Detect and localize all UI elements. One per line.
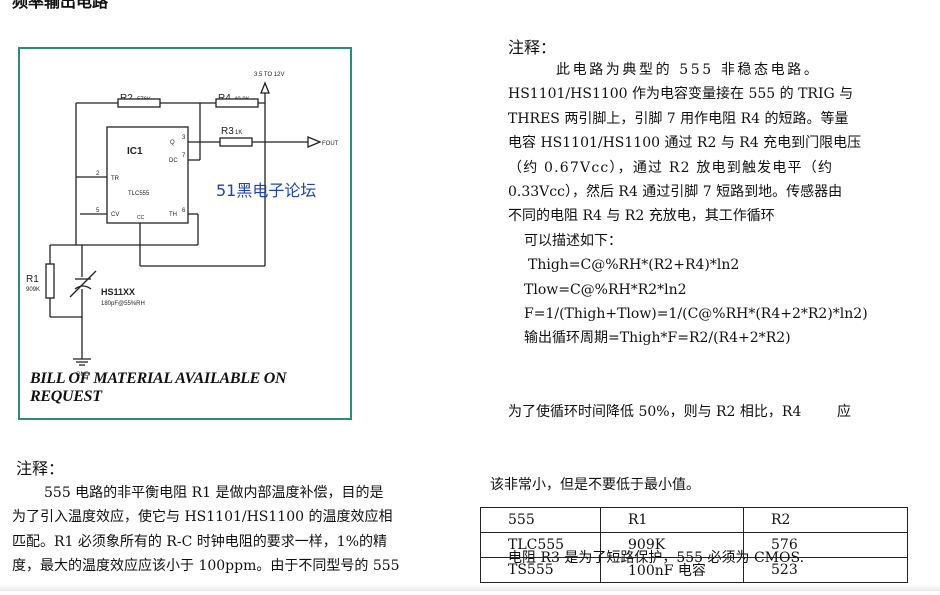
table-cell: 555 [480,507,601,533]
table-row: 555 R1 R2 [480,507,908,533]
model-table: 555 R1 R2 TLC555 909K 576 TS555 100nF 电容… [480,507,908,583]
formula-thigh: Thigh=C@%RH*(R2+R4)*ln2 [528,257,740,274]
pin-num-7: 7 [182,153,186,159]
gnd-label: GND [76,372,90,378]
formula-f: F=1/(Thigh+Tlow)=1/(C@%RH*(R4+2*R2)*ln2) [524,306,868,323]
bom-caption: BILL OF MATERIAL AVAILABLE ON REQUEST [30,370,287,405]
pin-num-3: 3 [182,135,186,141]
chip-label: TLC555 [128,191,150,197]
note-line: 度，最大的温度效应应该小于 100ppm。由于不同型号的 555 [12,558,400,575]
note-line: （约 0.67Vcc），通过 R2 放电到触发电平（约 [508,159,834,176]
table-cell: 523 [743,557,908,583]
formula-period: 输出循环周期=Thigh*F=R2/(R4+2*R2) [524,330,791,347]
table-row: TS555 100nF 电容 523 [480,557,908,583]
r1-label: R1 [26,274,39,285]
table-cell: R1 [600,507,744,533]
schematic-drawing: 3.5 TO 12V R2 576K R4 49.9K IC1 TLC555 Q… [26,72,339,378]
r3-value: 1K [235,130,242,136]
note-line: 可以描述如下： [524,232,622,249]
right-note-body: 此电路为典型的 555 非稳态电路。 HS1101/HS1100 作为电容变量接… [508,58,892,351]
pin-cv: CV [111,212,119,218]
table-cell: R2 [743,507,908,533]
note-line: THRES 两引脚上，引脚 7 用作电阻 R4 的短路。等量 [508,110,849,127]
circuit-schematic: 3.5 TO 12V R2 576K R4 49.9K IC1 TLC555 Q… [18,47,352,420]
page-heading: 频率输出电路 [12,0,109,11]
sensor-label: HS11XX [101,287,135,297]
table-cell: TS555 [480,557,601,583]
bottom-edge [0,585,940,591]
pin-dc: DC [169,158,178,164]
right-note-title: 注释： [508,38,557,57]
note-line: HS1101/HS1100 作为电容变量接在 555 的 TRIG 与 [508,86,854,103]
pin-num-6: 6 [182,208,186,214]
table-cell: 100nF 电容 [600,557,744,583]
note-line: 此电路为典型的 555 非稳态电路。 [556,62,821,78]
table-row: TLC555 909K 576 [480,532,908,558]
note-line: 不同的电阻 R4 与 R2 充放电，其工作循环 [508,208,775,225]
note-line: 电容 HS1101/HS1100 通过 R2 与 R4 充电到门限电压 [508,135,862,152]
r3-label: R3 [221,126,234,137]
note-line: 0.33Vcc），然后 R4 通过引脚 7 短路到地。传感器由 [508,184,843,201]
supply-label: 3.5 TO 12V [254,72,284,78]
table-cell: TLC555 [480,532,601,558]
sensor-value: 180pF@55%RH [101,301,145,307]
table-cell: 909K [600,532,744,558]
pin-th: TH [169,212,177,218]
fout-label: FOUT [322,141,339,147]
note-line: 该非常小，但是不要低于最小值。 [490,477,700,494]
note-line: 匹配。R1 必须象所有的 R-C 时钟电阻的要求一样，1%的精 [12,533,387,550]
watermark: 51黑电子论坛 [216,181,317,200]
pin-num-2: 2 [96,171,100,177]
r1-value: 909K [26,287,40,293]
note-line: 555 电路的非平衡电阻 R1 是做内部温度补偿，目的是 [44,485,384,501]
left-note-title: 注释： [16,459,65,478]
formula-tlow: Tlow=C@%RH*R2*ln2 [524,281,687,298]
ic-label: IC1 [127,146,143,157]
pin-q: Q [170,140,175,146]
left-note-body: 555 电路的非平衡电阻 R1 是做内部温度补偿，目的是 为了引入温度效应，使它… [12,481,448,579]
table-cell: 576 [743,532,908,558]
pin-tr: TR [111,176,120,182]
note-line: 为了使循环时间降低 50%，则与 R2 相比，R4 应 [508,403,851,420]
pin-num-5: 5 [96,208,100,214]
pin-cc: CC [137,215,145,221]
note-line: 为了引入温度效应，使它与 HS1101/HS1100 的温度效应相 [12,509,393,526]
